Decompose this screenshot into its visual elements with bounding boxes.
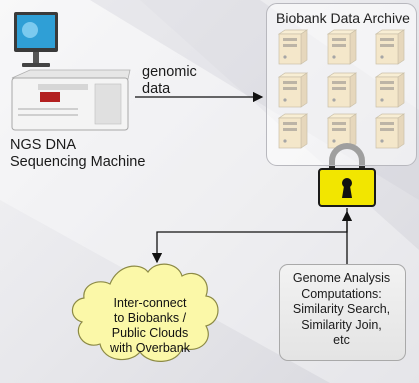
sequencer-machine-icon [11, 69, 131, 131]
cloud-line: Public Clouds [111, 326, 189, 340]
biobank-archive-box [266, 3, 417, 166]
machine-caption-line2: Sequencing Machine [10, 154, 146, 170]
archive-title: Biobank Data Archive [276, 10, 410, 26]
genomic-data-label: genomic data [142, 64, 197, 98]
analysis-line: etc [333, 333, 350, 347]
cloud-shape [71, 263, 219, 362]
analysis-box [279, 264, 406, 361]
analysis-line: Computations: [301, 286, 382, 301]
cloud-line: Inter-connect [113, 296, 187, 310]
cloud-line: with Overbank [110, 341, 190, 355]
lock-to-cloud-arrow [151, 208, 348, 264]
cloud-text: Inter-connect to Biobanks / Public Cloud… [90, 296, 210, 356]
analysis-line: Similarity Join, [301, 317, 382, 332]
analysis-line: Genome Analysis [292, 271, 391, 285]
cloud-line: to Biobanks / [113, 311, 187, 325]
machine-caption-line1: NGS DNA [10, 137, 77, 153]
flow-label-line2: data [142, 81, 171, 97]
flow-label-line1: genomic [142, 64, 197, 80]
monitor-icon [14, 12, 58, 67]
sequencer-caption: NGS DNA Sequencing Machine [10, 137, 145, 171]
analysis-line: Similarity Search, [292, 302, 391, 316]
analysis-text: Genome Analysis Computations: Similarity… [279, 271, 404, 349]
